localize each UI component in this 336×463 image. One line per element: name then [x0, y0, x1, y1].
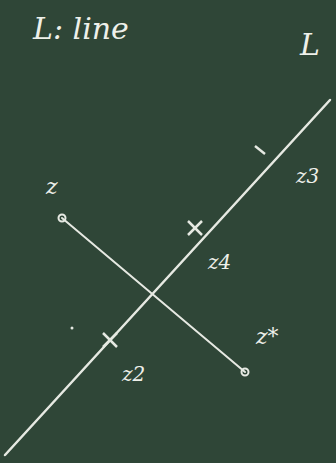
point: [242, 369, 249, 376]
point-label: z4: [208, 252, 231, 272]
segment: [62, 218, 245, 372]
point-label: z3: [296, 166, 319, 186]
line-l: [5, 100, 330, 455]
line-name: L: [300, 30, 320, 60]
chalk-dot: [71, 327, 74, 330]
point-label: z2: [122, 364, 145, 384]
tick-mark: [255, 146, 265, 154]
cross-mark: [103, 333, 117, 347]
title-note: L: line: [33, 14, 129, 44]
point-label: z: [46, 176, 58, 198]
cross-mark: [188, 221, 202, 235]
point-label: z*: [256, 326, 279, 348]
point: [59, 215, 66, 222]
